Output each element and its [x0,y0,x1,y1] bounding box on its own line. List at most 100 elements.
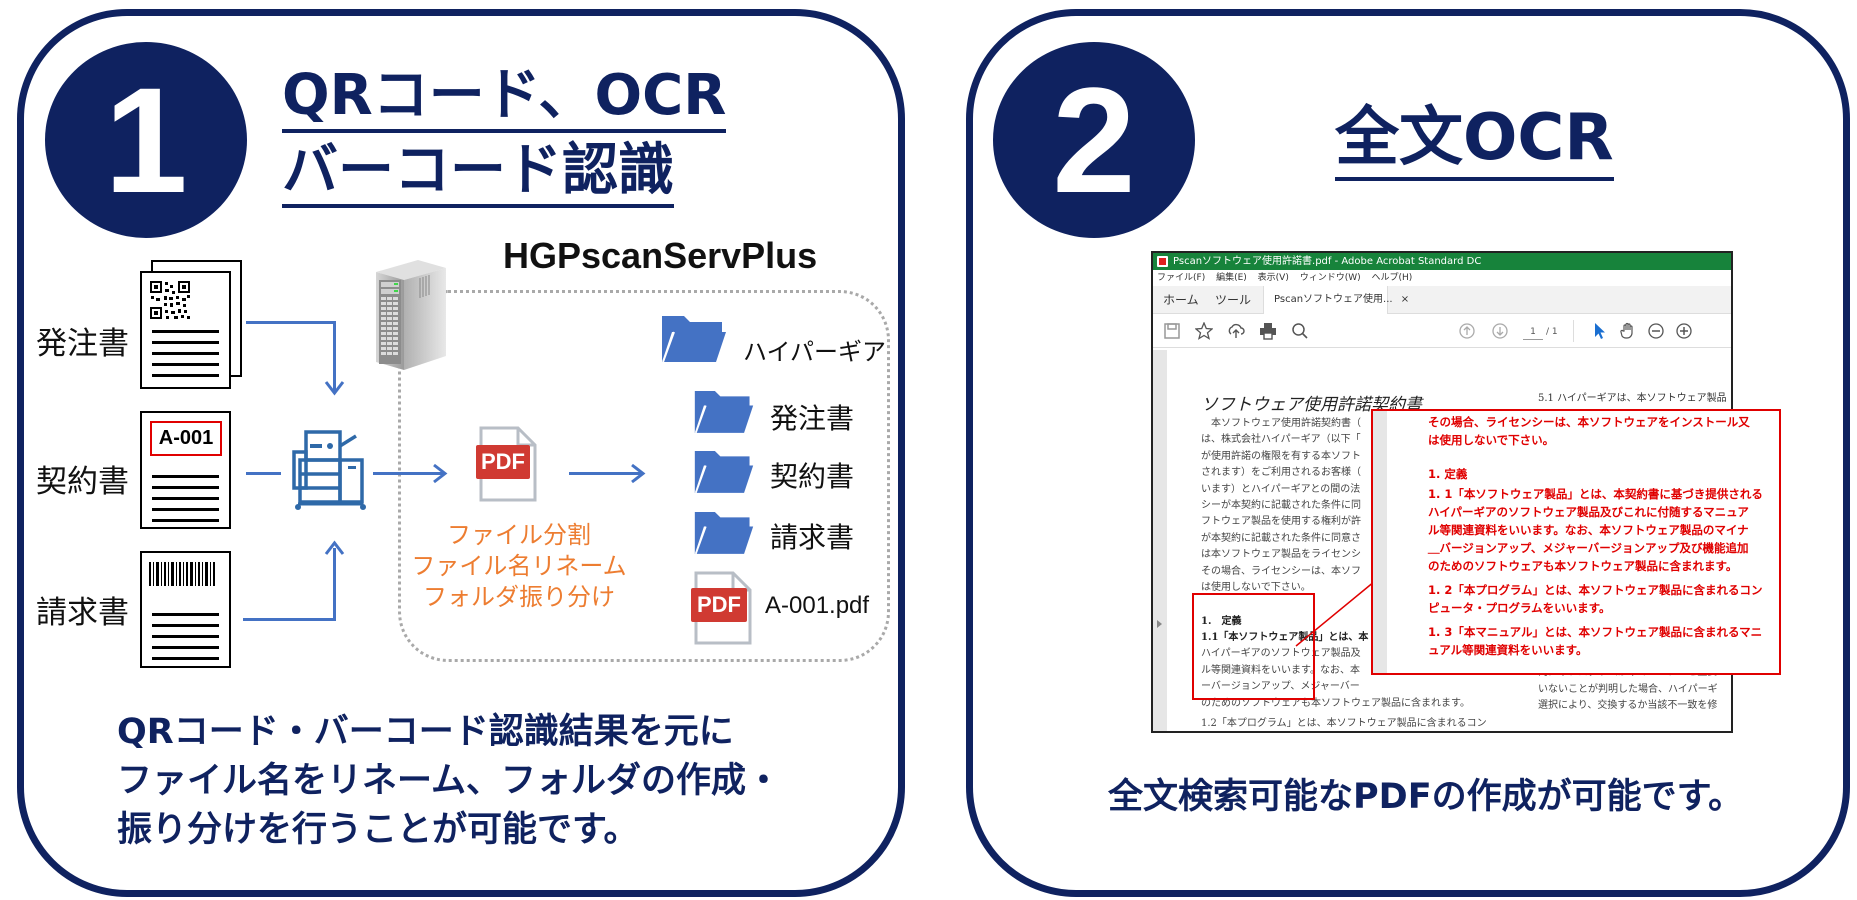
tab-home[interactable]: ホーム [1163,293,1199,307]
process-steps: ファイル分割 ファイル名リネーム フォルダ振り分け [394,520,644,613]
zoom-out-icon[interactable] [1647,322,1665,340]
cloud-upload-icon[interactable] [1227,322,1245,340]
document-tab-label: Pscanソフトウェア使用... [1274,294,1393,305]
tab-tools[interactable]: ツール [1215,293,1252,307]
expand-panel-icon[interactable] [1157,620,1162,628]
server-boundary [398,290,890,662]
flow-line-contract [246,472,281,475]
popup-gutter [1373,411,1387,673]
acrobat-logo-icon [1157,256,1168,267]
section-heading: 1. 定義 [1201,616,1242,627]
flow-line-pdf-to-folders [569,472,643,475]
ocr-line: 1. 1「本ソフトウェア製品」とは、本契約書に基づき提供される [1428,487,1763,501]
multifunction-printer-icon [292,430,366,510]
document-purchase-order [140,271,231,389]
process-step-split: ファイル分割 [447,521,591,549]
ocr-line: ＿バージョンアップ、メジャーバージョンアップ及び機能追加 [1428,541,1749,555]
section-text: 1.1「本ソフトウェア製品」とは、本 ハイパーギアのソフトウェア製品及 ル等関連… [1201,632,1487,730]
ocr-result-popup: その場合、ライセンシーは、本ソフトウェアをインストール又 は使用しないで下さい。… [1371,409,1781,675]
menu-file[interactable]: ファイル(F) [1157,273,1206,283]
folder-label-contract: 契約書 [770,460,855,493]
folder-icon [694,450,754,494]
panel1-title: QRコード、OCR バーコード認識 [282,62,727,209]
step-number: 1 [104,55,188,224]
close-tab-icon[interactable]: × [1400,294,1410,305]
output-pdf-file-icon: PDF [691,570,753,646]
flow-line-invoice-h [243,618,336,621]
ocr-line: は使用しないで下さい。 [1428,433,1555,447]
acrobat-menu-bar: ファイル(F) 編集(E) 表示(V) ウィンドウ(W) ヘルプ(H) [1153,270,1731,286]
body-text: 本ソフトウェア使用許諾契約書（ は、株式会社ハイパーギア（以下「 が使用許諾の権… [1201,418,1361,594]
pdf-badge: PDF [476,445,530,479]
step-number-badge-2: 2 [993,42,1195,238]
panel2-title: 全文OCR [1335,100,1614,181]
title-text: 全文OCR [1335,100,1614,181]
folder-icon [694,511,754,555]
flow-line-invoice-v [333,548,336,621]
process-step-rename: ファイル名リネーム [411,552,627,580]
flow-line-purchase-order-v [333,321,336,393]
pdf-badge: PDF [691,588,747,622]
toolbar-divider [1573,320,1574,342]
save-icon[interactable] [1163,322,1181,340]
page-down-icon[interactable] [1491,322,1509,340]
acrobat-tab-bar: ホーム ツール Pscanソフトウェア使用... × [1153,286,1731,314]
ocr-code-text: A-001 [158,427,214,449]
search-zoom-icon[interactable] [1291,322,1309,340]
pdf-file-icon: PDF [476,425,538,503]
folder-icon [662,316,726,363]
step-number-badge-1: 1 [45,42,247,238]
ocr-line: その場合、ライセンシーは、本ソフトウェアをインストール又 [1428,415,1750,429]
ocr-line: 1. 定義 [1428,467,1468,481]
panel1-description: QRコード・バーコード認識結果を元に ファイル名をリネーム、フォルダの作成・ 振… [117,708,781,855]
doc-label-purchase-order: 発注書 [36,326,129,362]
ocr-line: ル等関連資料をいいます。なお、本ソフトウェア製品のマイナ [1428,523,1749,537]
title-line-2: バーコード認識 [282,137,674,209]
title-line-1: QRコード、OCR [282,62,727,134]
document-invoice [140,551,231,668]
process-step-sort: フォルダ振り分け [423,583,615,611]
left-gutter [1153,350,1167,731]
page-number-input[interactable]: 1 [1523,324,1543,340]
page-up-icon[interactable] [1458,322,1476,340]
ocr-line: 1. 2「本プログラム」とは、本ソフトウェア製品に含まれるコン [1428,583,1763,597]
ocr-line: のためのソフトウェアも本ソフトウェア製品に含まれます。 [1428,559,1738,573]
menu-view[interactable]: 表示(V) [1257,273,1289,283]
menu-help[interactable]: ヘルプ(H) [1371,273,1413,283]
print-icon[interactable] [1259,322,1277,340]
description-line-3: 振り分けを行うことが可能です。 [117,810,639,850]
folder-icon [694,390,754,434]
folder-label-invoice: 請求書 [770,521,855,554]
arrow-up-icon [324,540,345,555]
barcode-icon [149,562,215,586]
acrobat-title-bar: Pscanソフトウェア使用許諾書.pdf - Adobe Acrobat Sta… [1153,253,1731,270]
bookmark-star-icon[interactable] [1195,322,1213,340]
output-file-name: A-001.pdf [765,592,870,619]
description-line-2: ファイル名をリネーム、フォルダの作成・ [117,761,781,801]
document-contract: A-001 [140,411,231,529]
select-cursor-icon[interactable] [1591,322,1609,340]
hand-tool-icon[interactable] [1619,322,1637,340]
zoom-in-icon[interactable] [1675,322,1693,340]
ocr-line: ピュータ・プログラムをいいます。 [1428,601,1611,615]
ocr-source-highlight [1192,593,1315,700]
arrow-right-icon [433,463,448,484]
document-title: ソフトウェア使用許諾契約書 [1201,395,1422,415]
step-number: 2 [1052,55,1136,224]
folder-label-root: ハイパーギア [743,338,887,366]
menu-edit[interactable]: 編集(E) [1216,273,1247,283]
ocr-target-box: A-001 [150,421,222,456]
qr-code-icon [150,281,190,319]
window-title: Pscanソフトウェア使用許諾書.pdf - Adobe Acrobat Sta… [1173,256,1482,267]
flow-line-mfp-to-pdf [373,472,445,475]
panel2-description: 全文検索可能なPDFの作成が可能です。 [1108,777,1744,817]
menu-window[interactable]: ウィンドウ(W) [1299,273,1361,283]
ocr-line: 1. 3「本マニュアル」とは、本ソフトウェア製品に含まれるマニ [1428,625,1763,639]
folder-label-purchase-order: 発注書 [770,402,855,435]
ocr-line: ュアル等関連資料をいいます。 [1428,643,1588,657]
flow-line-purchase-order-h [246,321,335,324]
tab-document[interactable]: Pscanソフトウェア使用... × [1263,286,1409,314]
server-icon [376,260,446,370]
page-total: / 1 [1546,327,1558,337]
arrow-right-icon [631,463,646,484]
